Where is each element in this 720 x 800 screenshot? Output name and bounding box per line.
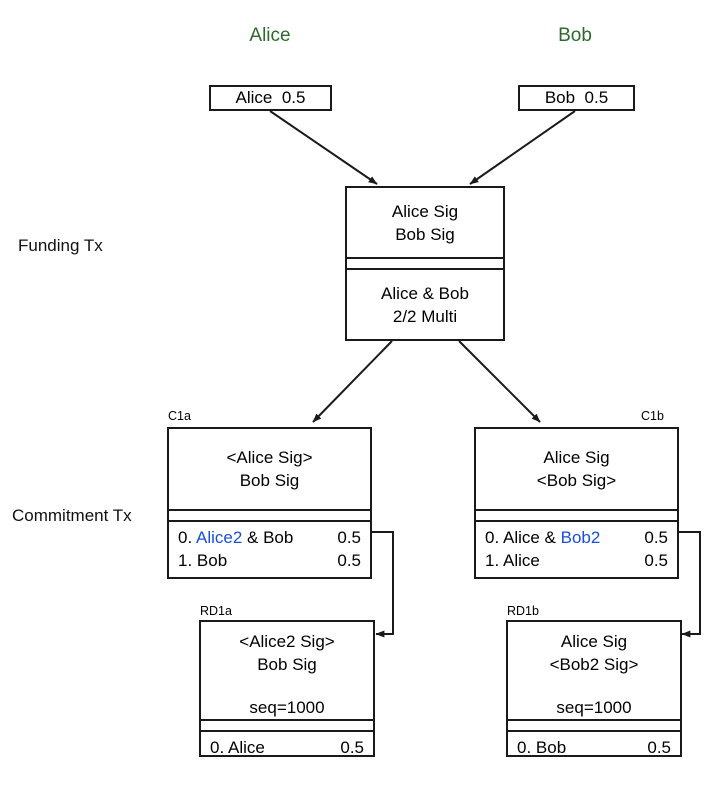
- rd1a-output-0-party: Alice: [227, 738, 265, 757]
- rd1b-output-0-desc: 0. Bob: [517, 736, 566, 759]
- c1a-output-1-desc: 1. Bob: [178, 549, 227, 572]
- revocable-delivery-box-rd1b[interactable]: Alice Sig <Bob2 Sig> seq=1000 0. Bob 0.5: [506, 620, 682, 757]
- funding-tx-sig-line-0: Alice Sig: [391, 201, 459, 221]
- funding-tx-sig-line-1: Bob Sig: [395, 224, 455, 244]
- c1a-output-row-0: 0. Alice2 & Bob 0.5: [178, 526, 361, 549]
- rd1a-sequence: seq=1000: [249, 698, 325, 717]
- tx-tag-c1a: C1a: [168, 409, 191, 423]
- c1b-output-0-rest: Bob2: [560, 528, 601, 547]
- c1a-output-0-index: 0.: [178, 528, 193, 547]
- funding-tx-output-line-0: Alice & Bob: [381, 283, 469, 303]
- rd1b-output-0-amount: 0.5: [647, 738, 671, 757]
- c1b-sig-line-1: <Bob Sig>: [536, 471, 617, 490]
- c1a-output-row-1: 1. Bob 0.5: [178, 549, 361, 572]
- rd1a-signatures: <Alice2 Sig> Bob Sig seq=1000: [201, 622, 373, 719]
- rd1a-sig-line-0: <Alice2 Sig>: [239, 632, 335, 651]
- tx-tag-c1b: C1b: [641, 409, 664, 423]
- rd1b-divider: [508, 719, 680, 732]
- party-label-alice: Alice: [249, 25, 291, 46]
- rd1a-output-0-index: 0.: [210, 738, 225, 757]
- c1b-output-0-amount: 0.5: [644, 528, 668, 547]
- c1b-output-row-0: 0. Alice & Bob2 0.5: [485, 526, 668, 549]
- funding-tx-signatures: Alice Sig Bob Sig: [347, 188, 503, 257]
- tx-tag-rd1b: RD1b: [507, 604, 539, 618]
- c1b-outputs: 0. Alice & Bob2 0.5 1. Alice 0.5: [476, 522, 677, 577]
- c1b-output-0-key: Alice &: [502, 528, 561, 547]
- wire-bob-input-to-funding: [469, 110, 576, 185]
- c1a-output-1-index: 1.: [178, 551, 193, 570]
- c1a-output-1-amount: 0.5: [337, 551, 361, 570]
- c1a-output-0-desc: 0. Alice2 & Bob: [178, 526, 293, 549]
- party-label-bob: Bob: [558, 25, 592, 46]
- wire-alice-input-to-funding: [269, 110, 378, 185]
- rd1b-signatures: Alice Sig <Bob2 Sig> seq=1000: [508, 622, 680, 719]
- funding-tx-output-line-1: 2/2 Multi: [392, 306, 458, 326]
- rd1b-output-0-party: Bob: [535, 738, 567, 757]
- c1b-output-0-index: 0.: [485, 528, 500, 547]
- rd1b-output-0-index: 0.: [517, 738, 532, 757]
- c1a-sig-line-0: <Alice Sig>: [226, 448, 313, 467]
- c1b-output-0-desc: 0. Alice & Bob2: [485, 526, 600, 549]
- c1a-signatures: <Alice Sig> Bob Sig: [169, 429, 370, 509]
- c1a-divider: [169, 509, 370, 522]
- c1a-output-0-amount: 0.5: [337, 528, 361, 547]
- rd1a-outputs: 0. Alice 0.5: [201, 732, 373, 764]
- wire-c1a-to-rd1a: [370, 531, 394, 638]
- c1a-output-0-key: Alice2: [195, 528, 243, 547]
- rd1a-output-0-desc: 0. Alice: [210, 736, 265, 759]
- stage-label-commitment-tx: Commitment Tx: [12, 506, 132, 525]
- c1b-output-1-amount: 0.5: [644, 551, 668, 570]
- rd1a-divider: [201, 719, 373, 732]
- funding-tx-box[interactable]: Alice Sig Bob Sig Alice & Bob 2/2 Multi: [345, 186, 505, 341]
- wire-funding-to-c1a: [312, 340, 393, 423]
- input-box-alice[interactable]: Alice 0.5: [209, 85, 332, 111]
- c1b-output-1-index: 1.: [485, 551, 500, 570]
- c1a-output-0-rest: & Bob: [242, 528, 294, 547]
- revocable-delivery-box-rd1a[interactable]: <Alice2 Sig> Bob Sig seq=1000 0. Alice 0…: [199, 620, 375, 757]
- c1b-sig-line-0: Alice Sig: [543, 448, 610, 467]
- rd1b-sequence: seq=1000: [556, 698, 632, 717]
- c1b-signatures: Alice Sig <Bob Sig>: [476, 429, 677, 509]
- input-box-bob[interactable]: Bob 0.5: [518, 85, 635, 111]
- rd1a-output-row-0: 0. Alice 0.5: [210, 736, 364, 759]
- rd1a-output-0-amount: 0.5: [340, 738, 364, 757]
- c1b-divider: [476, 509, 677, 522]
- c1b-output-row-1: 1. Alice 0.5: [485, 549, 668, 572]
- rd1b-outputs: 0. Bob 0.5: [508, 732, 680, 764]
- rd1b-sig-line-1: <Bob2 Sig>: [549, 655, 639, 674]
- tx-tag-rd1a: RD1a: [200, 604, 232, 618]
- c1b-output-1-desc: 1. Alice: [485, 549, 540, 572]
- c1b-output-1-key: Alice: [502, 551, 540, 570]
- commitment-tx-box-c1b[interactable]: Alice Sig <Bob Sig> 0. Alice & Bob2 0.5 …: [474, 427, 679, 579]
- rd1a-sig-line-1: Bob Sig: [257, 655, 317, 674]
- funding-tx-divider: [347, 257, 503, 270]
- rd1b-sig-line-0: Alice Sig: [560, 632, 628, 651]
- wire-funding-to-c1b: [458, 340, 541, 423]
- wire-c1b-to-rd1b: [676, 531, 701, 638]
- rd1b-output-row-0: 0. Bob 0.5: [517, 736, 671, 759]
- c1a-output-1-key: Bob: [196, 551, 228, 570]
- stage-label-funding-tx: Funding Tx: [18, 236, 103, 255]
- commitment-tx-box-c1a[interactable]: <Alice Sig> Bob Sig 0. Alice2 & Bob 0.5 …: [167, 427, 372, 579]
- c1a-sig-line-1: Bob Sig: [239, 471, 300, 490]
- funding-tx-outputs: Alice & Bob 2/2 Multi: [347, 270, 503, 339]
- c1a-outputs: 0. Alice2 & Bob 0.5 1. Bob 0.5: [169, 522, 370, 577]
